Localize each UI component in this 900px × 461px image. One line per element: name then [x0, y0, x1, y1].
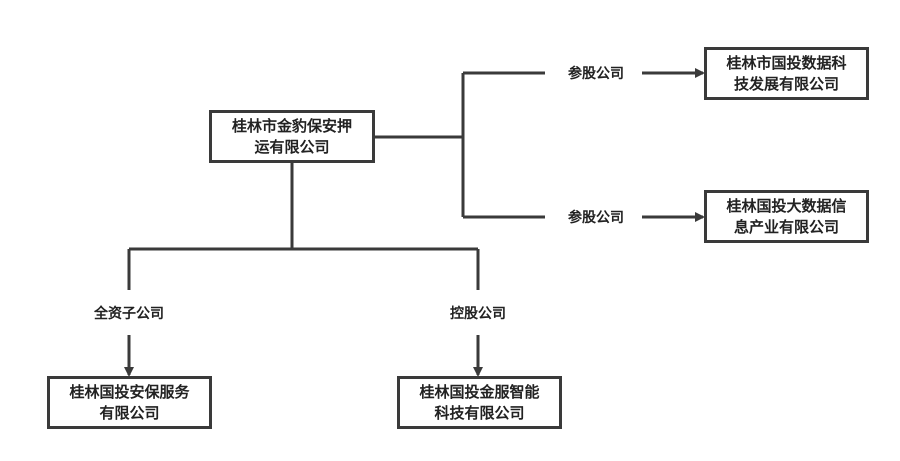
node-big-data-line2: 息产业有限公司: [733, 217, 839, 236]
node-tech-dev-line1: 桂林市国投数据科: [726, 53, 847, 72]
node-tech-dev: 桂林市国投数据科 技发展有限公司: [704, 47, 869, 100]
node-root-line1: 桂林市金豹保安押: [231, 116, 352, 135]
node-jinfu-smart-line1: 桂林国投金服智能: [419, 382, 540, 401]
edge-label-jinfu-smart: 控股公司: [450, 306, 506, 322]
node-root-line2: 运有限公司: [254, 137, 330, 156]
node-security-service-line1: 桂林国投安保服务: [69, 382, 190, 401]
node-root: 桂林市金豹保安押 运有限公司: [209, 110, 375, 163]
node-security-service-line2: 有限公司: [99, 403, 160, 422]
edge-label-tech-dev: 参股公司: [568, 66, 624, 82]
node-big-data-line1: 桂林国投大数据信: [726, 196, 847, 215]
node-jinfu-smart-line2: 科技有限公司: [434, 403, 525, 422]
edge-label-security-service: 全资子公司: [94, 306, 164, 322]
node-security-service: 桂林国投安保服务 有限公司: [47, 376, 212, 429]
node-jinfu-smart: 桂林国投金服智能 科技有限公司: [397, 376, 562, 429]
edge-label-big-data: 参股公司: [568, 210, 624, 226]
node-big-data: 桂林国投大数据信 息产业有限公司: [704, 190, 869, 243]
node-tech-dev-line2: 技发展有限公司: [733, 74, 839, 93]
